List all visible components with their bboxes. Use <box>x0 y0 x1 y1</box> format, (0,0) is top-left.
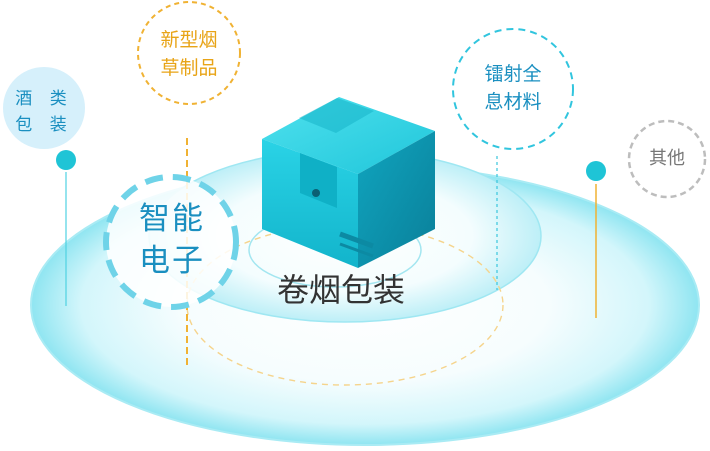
center-title: 卷烟包装 <box>276 271 405 309</box>
smart-label-line2: 电子 <box>139 243 205 279</box>
laser-circle <box>452 28 574 150</box>
wine-packaging-label: 酒 类 包 装 <box>8 86 80 138</box>
tobacco-circle <box>137 1 241 105</box>
other-label-line1: 其他 <box>649 148 685 169</box>
other-label: 其他 <box>628 147 706 171</box>
laser-material-label: 镭射全 息材料 <box>458 60 568 116</box>
smart-electronics-label: 智能 电子 <box>112 198 232 282</box>
smart-electronics-circle <box>103 174 239 310</box>
other-circle <box>627 119 707 199</box>
cigarette-box-icon <box>262 97 435 268</box>
tobacco-label-line1: 新型烟 <box>160 29 218 51</box>
laser-label-line1: 镭射全 <box>484 63 542 85</box>
laser-label-line2: 息材料 <box>484 91 542 113</box>
wine-dot <box>56 150 76 170</box>
wine-label-line2: 包 装 <box>15 115 73 135</box>
wine-circle <box>3 67 85 149</box>
other-dot <box>586 161 606 181</box>
tobacco-products-label: 新型烟 草制品 <box>134 26 244 82</box>
tobacco-label-line2: 草制品 <box>160 57 218 79</box>
wine-label-line1: 酒 类 <box>15 89 73 109</box>
smart-label-line1: 智能 <box>139 201 205 237</box>
